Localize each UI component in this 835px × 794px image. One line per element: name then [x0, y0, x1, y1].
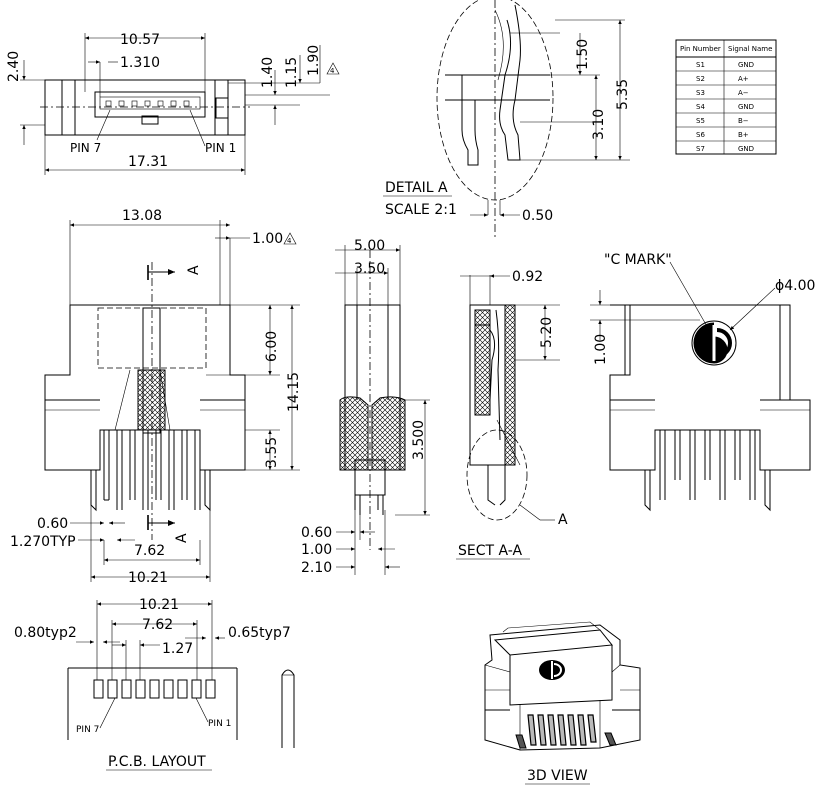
front-span2-dim: 10.21 [128, 570, 168, 586]
front-pin-width-dim: 0.60 [37, 516, 68, 532]
top-note-mark: 4 [330, 67, 335, 75]
note-triangle-icon [283, 232, 297, 245]
table-cell: A+ [738, 75, 749, 83]
top-offset-dim: 1.310 [120, 55, 160, 71]
pcb-span1-dim: 7.62 [142, 617, 173, 633]
pcb-title: P.C.B. LAYOUT [108, 754, 206, 770]
front-width-dim: 13.08 [122, 208, 162, 224]
detail-dim-b: 3.10 [591, 109, 607, 140]
table-cell: S1 [696, 61, 705, 69]
top-pin7-label: PIN 7 [70, 141, 101, 155]
top-r2-dim: 1.15 [284, 57, 300, 88]
pcb-pin7-label: PIN 7 [76, 725, 99, 735]
side-dim-c: 2.10 [301, 560, 332, 576]
table-header-pin: Pin Number [680, 45, 721, 53]
detail-a-view: 1.50 3.10 5.35 0.50 DETAIL A SCALE 2:1 [383, 0, 631, 240]
front-total-dim: 14.15 [286, 372, 302, 412]
front-view: A A 13.08 1.00 4 6.00 14.15 3.55 0.60 1.… [10, 208, 302, 586]
signal-table: Pin Number Signal Name S1 GND S2 A+ S3 A… [675, 39, 777, 155]
front-note-mark: 4 [287, 237, 292, 245]
table-cell: S7 [696, 145, 705, 153]
detail-scale: SCALE 2:1 [385, 202, 457, 218]
side-height-dim: 3.500 [411, 420, 427, 460]
section-detail-ref: A [558, 512, 568, 528]
c-mark-label: "C MARK" [604, 252, 672, 268]
table-cell: S2 [696, 75, 705, 83]
3d-view: 3D VIEW [484, 621, 641, 785]
table-cell: B+ [738, 131, 749, 139]
table-cell: B− [738, 117, 749, 125]
c-mark-height-dim: 1.00 [593, 334, 609, 365]
table-cell: GND [738, 61, 754, 69]
detail-title: DETAIL A [385, 180, 448, 196]
top-view: 10.57 1.310 17.31 2.40 1.40 1.15 1.90 4 … [6, 32, 340, 175]
table-cell: S4 [696, 103, 705, 111]
top-height-dim: 2.40 [6, 51, 22, 82]
side-dim-b: 1.00 [301, 542, 332, 558]
front-span1-dim: 7.62 [134, 543, 165, 559]
3d-c-mark-icon [539, 660, 565, 680]
side-outer-dim: 5.00 [354, 238, 385, 254]
pcb-span2-dim: 10.21 [139, 597, 179, 613]
pcb-pitch-dim: 1.27 [162, 641, 193, 657]
c-mark-diameter-dim: ϕ4.00 [775, 278, 815, 294]
table-cell: GND [738, 103, 754, 111]
side-view: 5.00 3.50 3.500 0.60 1.00 2.10 [301, 238, 430, 576]
3d-view-title: 3D VIEW [527, 768, 588, 784]
top-r3-dim: 1.90 [306, 45, 322, 76]
table-cell: A− [738, 89, 749, 97]
front-upper-dim: 6.00 [264, 331, 280, 362]
pcb-pin1-label: PIN 1 [208, 719, 231, 729]
pcb-layout: 10.21 7.62 1.27 0.80typ2 0.65typ7 PIN 7 … [14, 597, 295, 771]
section-label-top: A [186, 265, 202, 275]
c-mark-view: "C MARK" ϕ4.00 1.00 [590, 252, 815, 512]
table-cell: S6 [696, 131, 705, 139]
note-triangle-icon [326, 62, 340, 75]
c-mark-icon [691, 320, 737, 366]
top-body-dim: 17.31 [128, 154, 168, 170]
section-height-dim: 5.20 [539, 317, 555, 348]
front-pitch-dim: 1.270TYP [10, 534, 76, 550]
section-top-dim: 0.92 [512, 269, 543, 285]
pcb-pad-left-dim: 0.80typ2 [14, 625, 77, 641]
detail-dim-a: 1.50 [575, 39, 591, 70]
top-r1-dim: 1.40 [260, 57, 276, 88]
detail-dim-d: 0.50 [522, 208, 553, 224]
pcb-pad-right-dim: 0.65typ7 [228, 625, 291, 641]
table-cell: S5 [696, 117, 705, 125]
front-top-dim: 1.00 [252, 231, 283, 247]
detail-dim-c: 5.35 [615, 79, 631, 110]
section-view: 0.92 5.20 A SECT A-A [456, 269, 568, 560]
section-label-bottom: A [174, 533, 190, 543]
top-width-dim: 10.57 [120, 32, 160, 48]
front-lower-dim: 3.55 [264, 437, 280, 468]
side-dim-a: 0.60 [301, 525, 332, 541]
top-pin1-label: PIN 1 [205, 141, 236, 155]
table-cell: S3 [696, 89, 705, 97]
section-title: SECT A-A [458, 543, 523, 559]
table-header-signal: Signal Name [728, 45, 772, 53]
side-inner-dim: 3.50 [354, 261, 385, 277]
table-cell: GND [738, 145, 754, 153]
